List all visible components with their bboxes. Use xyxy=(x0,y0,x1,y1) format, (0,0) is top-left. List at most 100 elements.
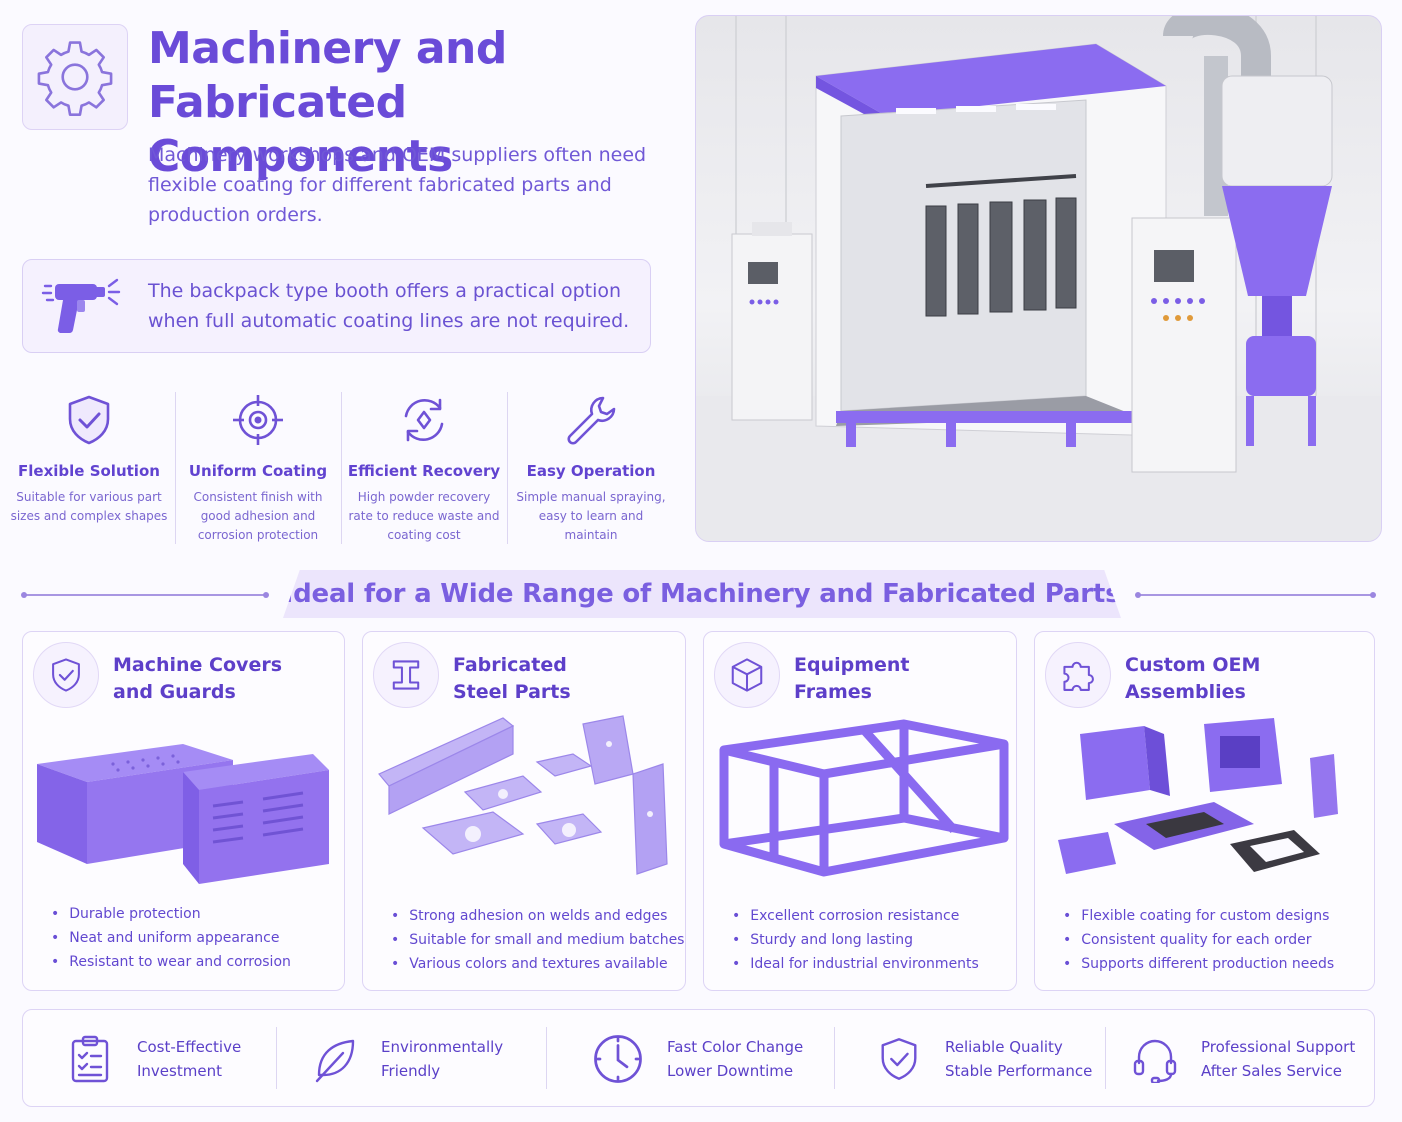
steel-parts-illustration xyxy=(378,715,668,875)
list-item: Suitable for small and medium batches xyxy=(391,928,684,952)
list-item: Neat and uniform appearance xyxy=(51,926,291,950)
cube-icon xyxy=(731,658,763,692)
feature-title: Uniform Coating xyxy=(188,462,328,480)
shield-check-icon xyxy=(881,1038,917,1080)
feature-desc: Consistent finish with good adhesion and… xyxy=(193,490,323,542)
benefit-environment: Environmentally Friendly xyxy=(311,1010,503,1108)
card-title: Machine Covers and Guards xyxy=(113,652,333,706)
benefit-text: Environmentally Friendly xyxy=(381,1035,503,1083)
shield-check-icon xyxy=(52,658,80,692)
feature-desc: Suitable for various part sizes and comp… xyxy=(10,490,168,523)
card-title-line1: Machine Covers xyxy=(113,654,283,676)
banner-line-right xyxy=(1138,594,1374,596)
benefit-color-change: Fast Color Change Lower Downtime xyxy=(591,1010,803,1108)
feature-divider xyxy=(507,392,508,544)
benefit-divider xyxy=(546,1027,547,1089)
oem-assemblies-illustration xyxy=(1058,718,1338,874)
list-item: Supports different production needs xyxy=(1063,952,1334,976)
intro-text: Machinery workshops and OEM suppliers of… xyxy=(148,144,647,226)
benefit-line2: Investment xyxy=(137,1062,222,1080)
list-item: Ideal for industrial environments xyxy=(732,952,979,976)
puzzle-icon xyxy=(1063,661,1094,691)
benefit-text: Professional Support After Sales Service xyxy=(1201,1035,1355,1083)
feature-title: Easy Operation xyxy=(526,462,656,480)
section-banner: Ideal for a Wide Range of Machinery and … xyxy=(283,570,1121,618)
benefit-divider xyxy=(834,1027,835,1089)
banner-dot xyxy=(263,592,269,598)
benefit-text: Reliable Quality Stable Performance xyxy=(945,1035,1092,1083)
list-item: Excellent corrosion resistance xyxy=(732,904,979,928)
spray-gun-icon xyxy=(41,278,121,334)
headset-icon xyxy=(1133,1039,1177,1083)
booth-photo xyxy=(695,15,1382,542)
card-icon-circle xyxy=(1045,642,1111,708)
card-title-line1: Custom OEM xyxy=(1125,654,1261,676)
feature-flexible-solution: Flexible Solution Suitable for various p… xyxy=(10,388,168,548)
leaf-icon xyxy=(315,1039,355,1083)
callout-box: The backpack type booth offers a practic… xyxy=(22,259,651,353)
card-icon-circle xyxy=(714,642,780,708)
i-beam-icon xyxy=(392,660,420,690)
benefit-line2: After Sales Service xyxy=(1201,1062,1342,1080)
card-title: Custom OEM Assemblies xyxy=(1125,652,1345,706)
feature-desc: Simple manual spraying, easy to learn an… xyxy=(516,490,666,542)
feature-uniform-coating: Uniform Coating Consistent finish with g… xyxy=(180,388,336,548)
list-item: Resistant to wear and corrosion xyxy=(51,950,291,974)
benefit-line1: Fast Color Change xyxy=(667,1038,804,1056)
feature-title: Efficient Recovery xyxy=(347,462,501,480)
card-title-line2: and Guards xyxy=(113,681,236,703)
recycle-icon xyxy=(404,398,444,442)
wrench-icon xyxy=(567,396,616,445)
page-title: Machinery and Fabricated Components xyxy=(148,22,688,184)
card-title: Fabricated Steel Parts xyxy=(453,652,673,706)
card-equipment-frames: Equipment Frames Excellent corrosion res… xyxy=(703,631,1017,991)
equipment-frame-illustration xyxy=(719,719,1009,877)
page-title-line1: Machinery and xyxy=(148,23,507,74)
benefit-text: Fast Color Change Lower Downtime xyxy=(667,1035,803,1083)
clock-icon xyxy=(594,1035,642,1083)
list-item: Various colors and textures available xyxy=(391,952,684,976)
list-item: Durable protection xyxy=(51,902,291,926)
card-title-line1: Equipment xyxy=(794,654,910,676)
card-title-line1: Fabricated xyxy=(453,654,567,676)
target-icon xyxy=(233,395,283,445)
powder-booth-illustration xyxy=(696,16,1381,541)
benefit-text: Cost-Effective Investment xyxy=(137,1035,241,1083)
page-title-line2: Fabricated Components xyxy=(148,77,453,182)
benefit-line2: Lower Downtime xyxy=(667,1062,794,1080)
shield-check-icon xyxy=(68,395,110,445)
banner-dot xyxy=(1135,592,1141,598)
list-item: Strong adhesion on welds and edges xyxy=(391,904,684,928)
benefit-line1: Environmentally xyxy=(381,1038,504,1056)
benefit-line2: Friendly xyxy=(381,1062,441,1080)
card-fabricated-steel: Fabricated Steel Parts Strong adhesion o… xyxy=(362,631,686,991)
feature-divider xyxy=(175,392,176,544)
benefit-reliable-quality: Reliable Quality Stable Performance xyxy=(875,1010,1092,1108)
banner-dot xyxy=(21,592,27,598)
gear-icon-box xyxy=(22,24,128,130)
card-bullets: Excellent corrosion resistance Sturdy an… xyxy=(732,904,979,976)
clipboard-icon xyxy=(71,1035,109,1083)
list-item: Sturdy and long lasting xyxy=(732,928,979,952)
callout-text: The backpack type booth offers a practic… xyxy=(148,280,630,332)
card-bullets: Strong adhesion on welds and edges Suita… xyxy=(391,904,684,976)
feature-title: Flexible Solution xyxy=(18,462,160,480)
banner-dot xyxy=(1370,592,1376,598)
card-custom-oem: Custom OEM Assemblies Flexible coating f… xyxy=(1034,631,1375,991)
card-machine-covers: Machine Covers and Guards Durable protec… xyxy=(22,631,345,991)
card-title-line2: Assemblies xyxy=(1125,681,1246,703)
feature-efficient-recovery: Efficient Recovery High powder recovery … xyxy=(346,388,502,548)
card-bullets: Durable protection Neat and uniform appe… xyxy=(51,902,291,974)
card-bullets: Flexible coating for custom designs Cons… xyxy=(1063,904,1334,976)
feature-divider xyxy=(341,392,342,544)
benefits-bar: Cost-Effective Investment Environmentall… xyxy=(22,1009,1375,1107)
list-item: Consistent quality for each order xyxy=(1063,928,1334,952)
card-icon-circle xyxy=(33,642,99,708)
feature-easy-operation: Easy Operation Simple manual spraying, e… xyxy=(512,388,670,548)
list-item: Flexible coating for custom designs xyxy=(1063,904,1334,928)
benefit-cost-effective: Cost-Effective Investment xyxy=(67,1010,241,1108)
card-title: Equipment Frames xyxy=(794,652,1014,706)
benefit-professional-support: Professional Support After Sales Service xyxy=(1131,1010,1355,1108)
benefit-divider xyxy=(276,1027,277,1089)
benefit-line1: Cost-Effective xyxy=(137,1038,242,1056)
